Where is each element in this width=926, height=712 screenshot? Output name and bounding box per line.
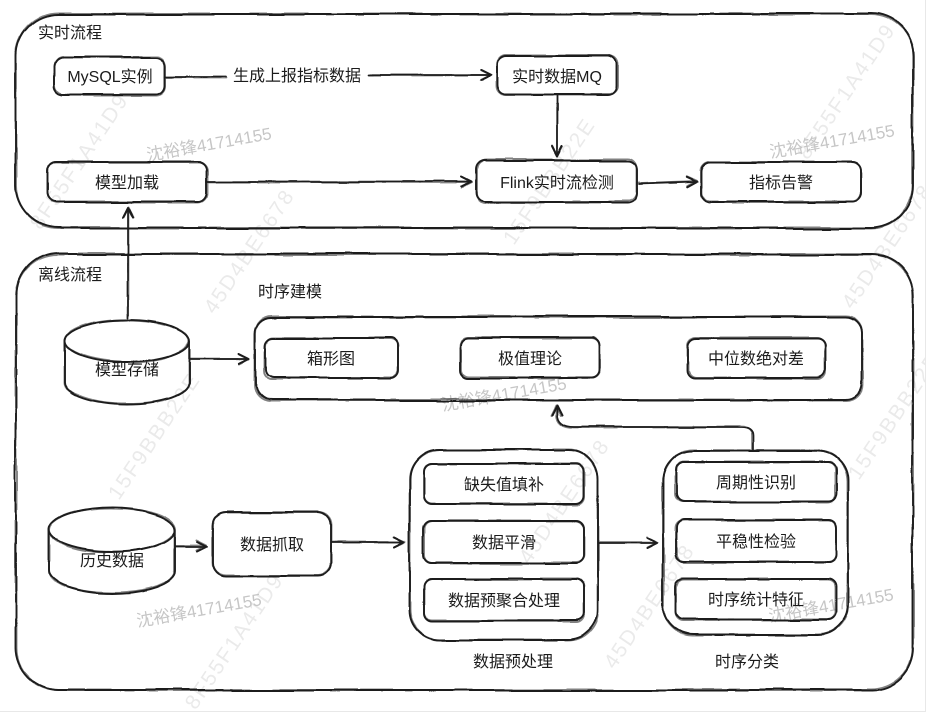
offline-section-label: 离线流程 <box>38 266 102 284</box>
node-smoothing-label: 数据平滑 <box>472 534 536 552</box>
group-modeling-title: 时序建模 <box>258 283 322 301</box>
node-boxplot-label: 箱形图 <box>307 350 355 368</box>
node-flink-label: Flink实时流检测 <box>500 174 614 192</box>
watermark-name: 沈裕锋41714155 <box>145 124 273 165</box>
node-stat-features-label: 时序统计特征 <box>708 591 804 609</box>
edge-mysql-mq-label: 生成上报指标数据 <box>233 67 361 85</box>
cylinder-history-label: 历史数据 <box>80 552 144 570</box>
node-mq-label: 实时数据MQ <box>512 68 602 86</box>
node-stationarity-label: 平稳性检验 <box>716 533 796 551</box>
watermark-hex: 15F9BBB22E <box>104 369 205 504</box>
node-periodicity-label: 周期性识别 <box>716 474 796 492</box>
edge-classify-to-modeling <box>551 404 754 452</box>
realtime-section-frame <box>15 13 914 229</box>
node-model-load-label: 模型加载 <box>95 174 159 192</box>
node-alert-label: 指标告警 <box>749 174 813 192</box>
text-layer: 实时流程 离线流程 MySQL实例 生成上报指标数据 实时数据MQ 模型加载 F… <box>38 24 813 671</box>
node-mad-label: 中位数绝对差 <box>708 350 804 368</box>
group-classify-title: 时序分类 <box>715 653 779 671</box>
cylinder-model-store-label: 模型存储 <box>95 361 159 379</box>
node-missing-fill-label: 缺失值填补 <box>464 476 544 494</box>
watermark-hex: 45D4BE6678 <box>600 540 700 673</box>
watermark-name: 沈裕锋41714155 <box>440 374 568 415</box>
realtime-section-label: 实时流程 <box>38 24 102 42</box>
node-mysql-label: MySQL实例 <box>67 68 152 86</box>
node-preagg-label: 数据预聚合处理 <box>448 592 560 610</box>
node-fetch-label: 数据抓取 <box>240 536 304 554</box>
group-preprocess-title: 数据预处理 <box>473 653 553 671</box>
node-evt-label: 极值理论 <box>498 350 562 368</box>
